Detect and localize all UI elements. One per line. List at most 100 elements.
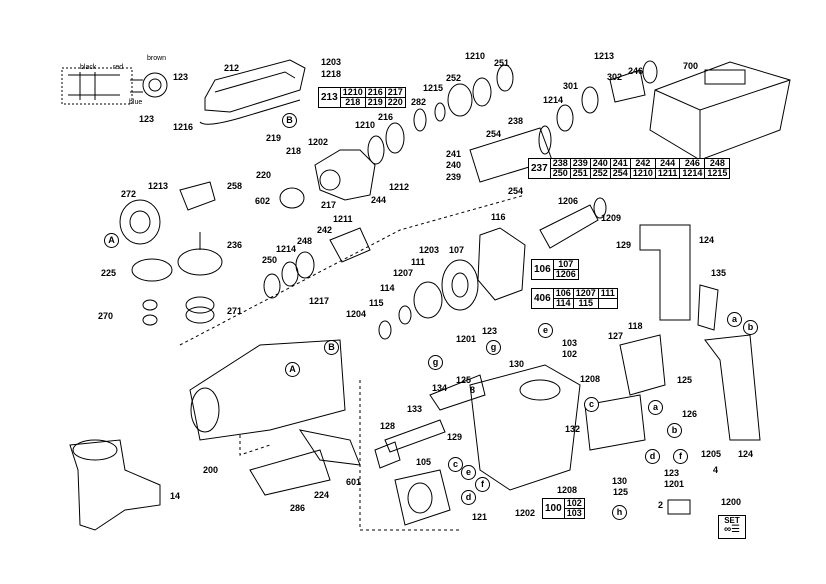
part-label: 125 bbox=[456, 375, 472, 385]
part-label: 217 bbox=[321, 200, 337, 210]
part-label: 4 bbox=[713, 465, 719, 475]
connector-marker: b bbox=[743, 320, 758, 335]
part-label: 121 bbox=[472, 512, 488, 522]
connector-marker: B bbox=[282, 113, 297, 128]
switch-cover bbox=[619, 334, 666, 396]
part-label: 240 bbox=[446, 160, 462, 170]
group-cell: 115 bbox=[572, 298, 599, 309]
connector-marker: g bbox=[428, 355, 443, 370]
wire-blue-label: blue bbox=[129, 99, 143, 106]
part-label: 1203 bbox=[321, 57, 342, 67]
connector-marker: d bbox=[645, 449, 660, 464]
part-label: 1218 bbox=[321, 69, 342, 79]
group-key: 406 bbox=[531, 288, 554, 309]
field-frame bbox=[378, 227, 526, 340]
connector-marker: f bbox=[673, 449, 688, 464]
part-label: 224 bbox=[314, 490, 330, 500]
part-label: 124 bbox=[738, 449, 754, 459]
part-label: 125 bbox=[613, 487, 629, 497]
part-label: 236 bbox=[227, 240, 243, 250]
part-label: 282 bbox=[411, 97, 427, 107]
part-label: 254 bbox=[508, 186, 524, 196]
part-label: 1204 bbox=[346, 309, 367, 319]
part-label: 103 bbox=[562, 338, 578, 348]
gear-272 bbox=[119, 181, 216, 245]
group-cell: 1214 bbox=[679, 168, 706, 179]
part-label: 124 bbox=[699, 235, 715, 245]
part-label: 123 bbox=[664, 468, 680, 478]
rings bbox=[367, 64, 514, 165]
group-cell: 107 bbox=[552, 259, 579, 270]
part-label: 107 bbox=[449, 245, 465, 255]
part-label: 602 bbox=[255, 196, 271, 206]
part-label: 1202 bbox=[515, 508, 536, 518]
part-label: 1203 bbox=[419, 245, 440, 255]
part-label: 1215 bbox=[423, 83, 444, 93]
handle-124 bbox=[639, 224, 761, 441]
part-label: 1216 bbox=[173, 122, 194, 132]
group-key: 106 bbox=[531, 259, 554, 280]
part-label: 1213 bbox=[594, 51, 615, 61]
part-label: 272 bbox=[121, 189, 137, 199]
wiring-schematic bbox=[61, 67, 168, 105]
hammer-parts bbox=[263, 227, 371, 299]
connector-marker: b bbox=[667, 423, 682, 438]
part-label: 1207 bbox=[393, 268, 414, 278]
part-label: 238 bbox=[508, 116, 524, 126]
group-cell: 251 bbox=[569, 168, 591, 179]
group-cell: 241 bbox=[609, 158, 631, 169]
guard-224 bbox=[249, 449, 331, 496]
part-label: 1206 bbox=[558, 196, 579, 206]
part-label: 225 bbox=[101, 268, 117, 278]
gear-housing bbox=[314, 149, 376, 201]
part-label: 286 bbox=[290, 503, 306, 513]
part-label: 242 bbox=[317, 225, 333, 235]
connector-marker: e bbox=[461, 465, 476, 480]
part-label: 1208 bbox=[557, 485, 578, 495]
part-label: 123 bbox=[482, 326, 498, 336]
part-label: 2 bbox=[658, 500, 664, 510]
connector-marker: a bbox=[727, 312, 742, 327]
part-label: 258 bbox=[227, 181, 243, 191]
group-cell: 1215 bbox=[704, 168, 731, 179]
part-label: 1214 bbox=[276, 244, 297, 254]
group-cell: 1211 bbox=[654, 168, 681, 179]
part-label: 126 bbox=[682, 409, 698, 419]
knob-128 bbox=[374, 441, 401, 469]
plug bbox=[667, 499, 691, 515]
part-label: 250 bbox=[262, 255, 278, 265]
part-label: 8 bbox=[470, 385, 476, 395]
part-label: 133 bbox=[407, 404, 423, 414]
part-label: 700 bbox=[683, 61, 699, 71]
side-handle bbox=[69, 439, 161, 531]
top-cover bbox=[199, 59, 306, 125]
part-label: 216 bbox=[378, 112, 394, 122]
part-label: 1200 bbox=[721, 497, 742, 507]
part-label: 301 bbox=[563, 81, 579, 91]
piston-602 bbox=[279, 187, 305, 209]
part-label: 14 bbox=[170, 491, 181, 501]
part-label: 601 bbox=[346, 477, 362, 487]
part-label: 123 bbox=[173, 72, 189, 82]
part-label: 125 bbox=[677, 375, 693, 385]
part-label: 128 bbox=[380, 421, 396, 431]
group-cell: 1206 bbox=[552, 269, 579, 280]
group-cell: 240 bbox=[589, 158, 611, 169]
part-label: 246 bbox=[628, 66, 644, 76]
part-134 bbox=[429, 374, 486, 411]
part-label: 1208 bbox=[580, 374, 601, 384]
group-cell: 250 bbox=[549, 168, 571, 179]
part-label: 129 bbox=[447, 432, 463, 442]
part-label: 127 bbox=[608, 331, 624, 341]
connector-marker: d bbox=[461, 490, 476, 505]
part-label: 105 bbox=[416, 457, 432, 467]
part-label: 118 bbox=[628, 321, 643, 331]
group-cell: 218 bbox=[339, 97, 366, 108]
group-cell: 246 bbox=[679, 158, 706, 169]
group-key: 213 bbox=[318, 87, 341, 108]
part-label: 1201 bbox=[664, 479, 685, 489]
